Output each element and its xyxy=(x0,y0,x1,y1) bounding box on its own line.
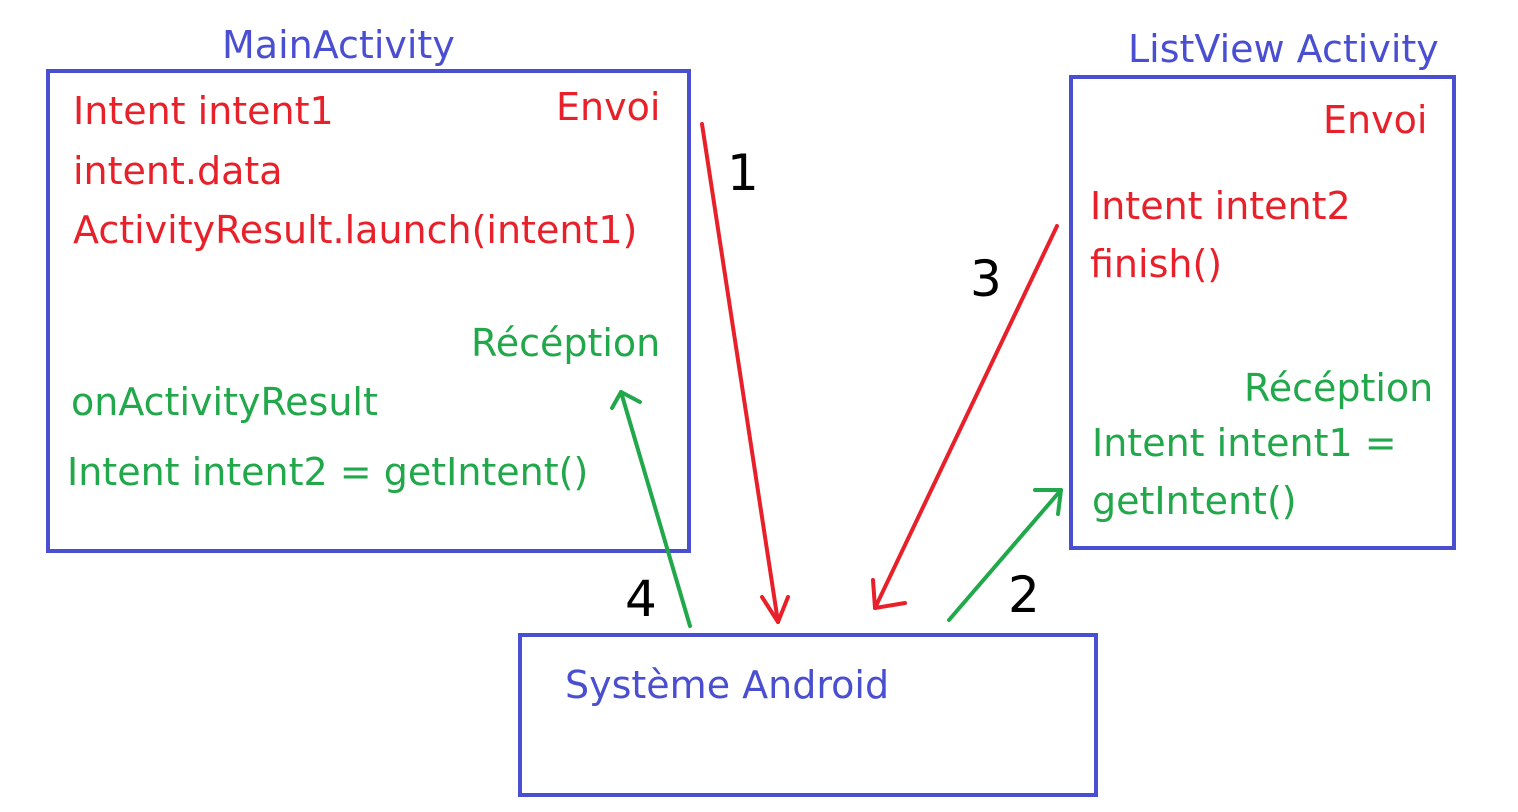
listview-receive-heading: Récéption xyxy=(1244,366,1434,410)
main-receive-heading: Récéption xyxy=(471,321,661,365)
listview-send-line-1: Intent intent2 xyxy=(1090,184,1351,228)
listview-receive-line-2: getIntent() xyxy=(1092,479,1297,523)
arrow-step-2 xyxy=(947,488,1063,622)
main-send-line-3: ActivityResult.launch(intent1) xyxy=(73,208,638,252)
listview-send-line-2: finish() xyxy=(1090,242,1223,286)
android-system-box xyxy=(518,633,1098,797)
main-activity-box xyxy=(46,69,691,553)
listview-receive-line-1: Intent intent1 = xyxy=(1092,421,1397,465)
step-label-2: 2 xyxy=(1008,566,1040,624)
main-send-line-2: intent.data xyxy=(73,149,283,193)
arrow-step-4 xyxy=(610,390,692,628)
step-label-4: 4 xyxy=(625,570,657,628)
arrow-step-3 xyxy=(871,224,1059,610)
listview-activity-box xyxy=(1069,75,1456,550)
main-send-line-1: Intent intent1 xyxy=(73,89,334,133)
arrow-step-1 xyxy=(700,122,790,624)
listview-activity-title: ListView Activity xyxy=(1128,27,1439,71)
main-send-heading: Envoi xyxy=(556,85,661,129)
main-receive-line-1: onActivityResult xyxy=(71,380,378,424)
step-label-3: 3 xyxy=(970,250,1002,308)
main-activity-title: MainActivity xyxy=(222,23,455,67)
listview-send-heading: Envoi xyxy=(1323,98,1428,142)
main-receive-line-2: Intent intent2 = getIntent() xyxy=(67,450,589,494)
step-label-1: 1 xyxy=(727,144,759,202)
android-system-title: Système Android xyxy=(565,663,890,707)
